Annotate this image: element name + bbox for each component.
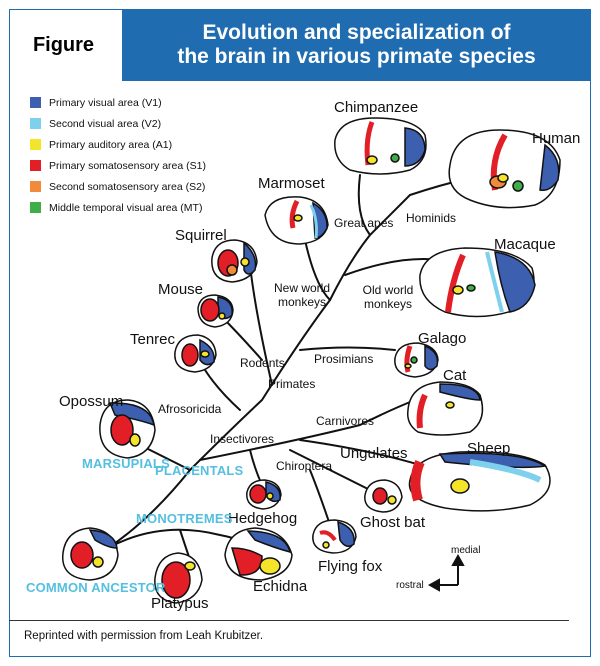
label-old-world-monkeys: Old world monkeys [362, 283, 414, 311]
brain-mouse [197, 294, 234, 328]
branch-carnivores [199, 399, 416, 461]
branch-rodents-squirrel [249, 264, 273, 386]
brain-platypus [154, 552, 203, 604]
legend-label: Primary somatosensory area (S1) [49, 159, 206, 172]
swatch-v2 [30, 118, 41, 129]
swatch-mt [30, 202, 41, 213]
label-macaque: Macaque [494, 236, 556, 253]
brain-ghost-bat [364, 479, 403, 513]
brain-echidna [224, 527, 293, 581]
label-human: Human [532, 130, 581, 147]
brain-tenrec [174, 334, 217, 373]
brain-illustrations [62, 117, 561, 604]
figure-label: Figure [32, 33, 95, 56]
medial-arrow-head [451, 553, 465, 566]
label-primates: Primates [268, 377, 316, 391]
legend-item-v2: Second visual area (V2) [30, 113, 206, 134]
swatch-v1 [30, 97, 41, 108]
brain-hedgehog [246, 479, 282, 510]
branch-tenrec [204, 369, 241, 411]
legend: Primary visual area (V1) Second visual a… [30, 92, 206, 218]
orientation-arrows [427, 553, 465, 592]
title-line-1: Evolution and specialization of [202, 21, 511, 44]
legend-item-s2: Second somatosensory area (S2) [30, 176, 206, 197]
legend-label: Second visual area (V2) [49, 117, 162, 130]
swatch-a1 [30, 139, 41, 150]
branch-chiroptera [289, 449, 371, 491]
label-medial: medial [451, 545, 481, 556]
label-echidna: Echidna [253, 578, 308, 595]
branch-prosimians [299, 346, 396, 351]
title-line-2: the brain in various primate species [177, 45, 536, 68]
label-marsupials: MARSUPIALS [82, 456, 170, 471]
label-chimpanzee: Chimpanzee [334, 99, 419, 116]
label-hedgehog: Hedgehog [228, 510, 298, 527]
brain-galago [394, 342, 439, 378]
label-chiroptera: Chiroptera [276, 459, 333, 473]
label-galago: Galago [418, 330, 467, 347]
brain-flying-fox [312, 519, 357, 554]
legend-item-mt: Middle temporal visual area (MT) [30, 197, 206, 218]
swatch-s1 [30, 160, 41, 171]
brain-marmoset [264, 196, 329, 245]
brain-human [448, 129, 561, 209]
label-prosimians: Prosimians [314, 352, 374, 366]
label-ungulates: Ungulates [340, 445, 408, 462]
label-ghost-bat: Ghost bat [360, 514, 426, 531]
credit-text: Reprinted with permission from Leah Krub… [24, 630, 264, 642]
label-marmoset: Marmoset [258, 175, 325, 192]
branch-flying-fox [309, 469, 331, 526]
brain-macaque [419, 247, 536, 318]
title-banner: Evolution and specialization of the brai… [122, 9, 591, 81]
label-rostral: rostral [396, 580, 424, 591]
legend-label: Second somatosensory area (S2) [49, 180, 206, 193]
label-flying-fox: Flying fox [318, 558, 383, 575]
label-afrosoricida: Afrosoricida [158, 402, 222, 416]
label-insectivores: Insectivores [210, 432, 275, 446]
label-sheep: Sheep [467, 440, 511, 457]
legend-label: Primary auditory area (A1) [49, 138, 173, 151]
label-placentals: PLACENTALS [155, 463, 244, 478]
legend-item-v1: Primary visual area (V1) [30, 92, 206, 113]
label-tenrec: Tenrec [130, 331, 176, 348]
legend-label: Middle temporal visual area (MT) [49, 201, 203, 214]
label-common-ancestor: COMMON ANCESTOR [26, 580, 166, 595]
footer-rule [9, 620, 569, 621]
label-rodents: Rodents [240, 356, 285, 370]
label-squirrel: Squirrel [175, 227, 227, 244]
branch-great-apes [357, 174, 371, 236]
brain-squirrel [211, 239, 258, 283]
brain-sheep [408, 451, 551, 512]
branch-ungulates [299, 439, 421, 466]
legend-item-a1: Primary auditory area (A1) [30, 134, 206, 155]
label-cat: Cat [443, 367, 467, 384]
label-platypus: Platypus [151, 595, 209, 612]
branch-new-world [304, 239, 331, 301]
legend-item-s1: Primary somatosensory area (S1) [30, 155, 206, 176]
swatch-s2 [30, 181, 41, 192]
label-great-apes: Great apes [334, 216, 394, 230]
brain-common-ancestor [62, 527, 119, 581]
rostral-arrow-head [427, 578, 440, 592]
label-carnivores: Carnivores [316, 414, 375, 428]
brain-chimpanzee [334, 117, 427, 175]
legend-label: Primary visual area (V1) [49, 96, 162, 109]
label-new-world-monkeys: New world monkeys [273, 281, 330, 309]
brain-cat [406, 381, 484, 436]
label-hominids: Hominids [406, 211, 457, 225]
label-monotremes: MONOTREMES [136, 511, 233, 526]
label-opossum: Opossum [59, 393, 124, 410]
brain-opossum [99, 399, 156, 459]
label-mouse: Mouse [158, 281, 204, 298]
